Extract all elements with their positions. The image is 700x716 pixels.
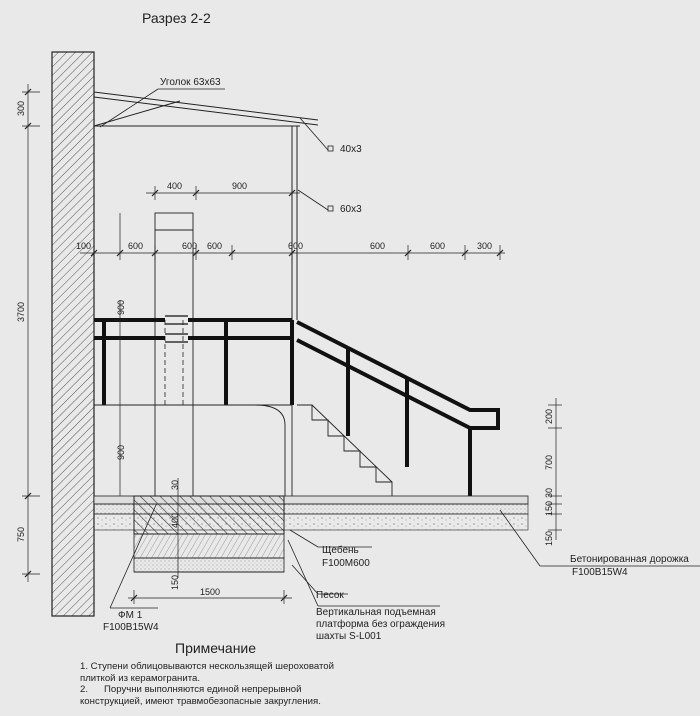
tube60-label: 60x3 — [340, 204, 362, 215]
platform-label-2: платформа без ограждения — [316, 618, 445, 630]
dim-top-900: 900 — [232, 181, 247, 191]
note-line-2b: конструкцией, имеют травмобезопасные зак… — [80, 695, 321, 707]
dim-found-150: 150 — [170, 575, 180, 590]
platform-label-1: Вертикальная подъемная — [316, 607, 436, 618]
dim-row-600b: 600 — [182, 241, 197, 251]
note-line-1b: плиткой из керамогранита. — [80, 672, 200, 684]
fm-spec: F100B15W4 — [103, 622, 159, 633]
platform-label-3: шахты S-L001 — [316, 631, 382, 642]
dim-row-100: 100 — [76, 241, 91, 251]
dim-row-300: 300 — [477, 241, 492, 251]
dim-left-750: 750 — [16, 527, 26, 542]
ground-layers — [93, 495, 529, 573]
note-line-2a: 2. Поручни выполняются единой непрерывно… — [80, 684, 302, 695]
dim-row-600f: 600 — [430, 241, 445, 251]
dim-row-600a: 600 — [128, 241, 143, 251]
fm-label: ФМ 1 — [118, 610, 143, 621]
handrail — [94, 318, 500, 496]
notes-block: 1. Ступени облицовываются нескользящей ш… — [80, 661, 380, 707]
dim-right-700: 700 — [544, 455, 554, 470]
gravel-spec: F100M600 — [322, 558, 370, 569]
gravel-label: Щебень — [322, 544, 359, 556]
note-heading: Примечание — [175, 640, 257, 656]
dim-right-150a: 150 — [544, 501, 554, 516]
dim-rail-900a: 900 — [116, 300, 126, 315]
dim-row-600e: 600 — [370, 241, 385, 251]
staircase — [297, 404, 393, 496]
dim-right-30: 30 — [544, 488, 554, 498]
dim-row-600d: 600 — [288, 241, 303, 251]
dim-left-3700: 3700 — [16, 302, 26, 322]
lift-platform — [154, 212, 194, 497]
tube40-label: 40x3 — [340, 144, 362, 155]
dim-rail-900b: 900 — [116, 445, 126, 460]
left-dimensions — [22, 84, 40, 582]
corner-label: Уголок 63x63 — [160, 77, 221, 88]
dim-top-400: 400 — [167, 181, 182, 191]
sand-label: Песок — [316, 590, 344, 601]
dim-right-150b: 150 — [544, 531, 554, 546]
dim-left-300: 300 — [16, 101, 26, 116]
dim-found-1500: 1500 — [200, 587, 220, 597]
dim-found-30: 30 — [170, 480, 180, 490]
path-spec: F100B15W4 — [572, 567, 628, 578]
path-label: Бетонированная дорожка — [570, 554, 689, 565]
dim-row-600c: 600 — [207, 241, 222, 251]
building-wall — [51, 51, 95, 617]
note-line-1a: 1. Ступени облицовываются нескользящей ш… — [80, 661, 334, 672]
canopy — [93, 91, 319, 320]
dim-right-200: 200 — [544, 409, 554, 424]
right-dimensions — [548, 398, 562, 540]
dim-found-400: 400 — [170, 513, 180, 528]
drawing-title: Разрез 2-2 — [142, 10, 211, 26]
